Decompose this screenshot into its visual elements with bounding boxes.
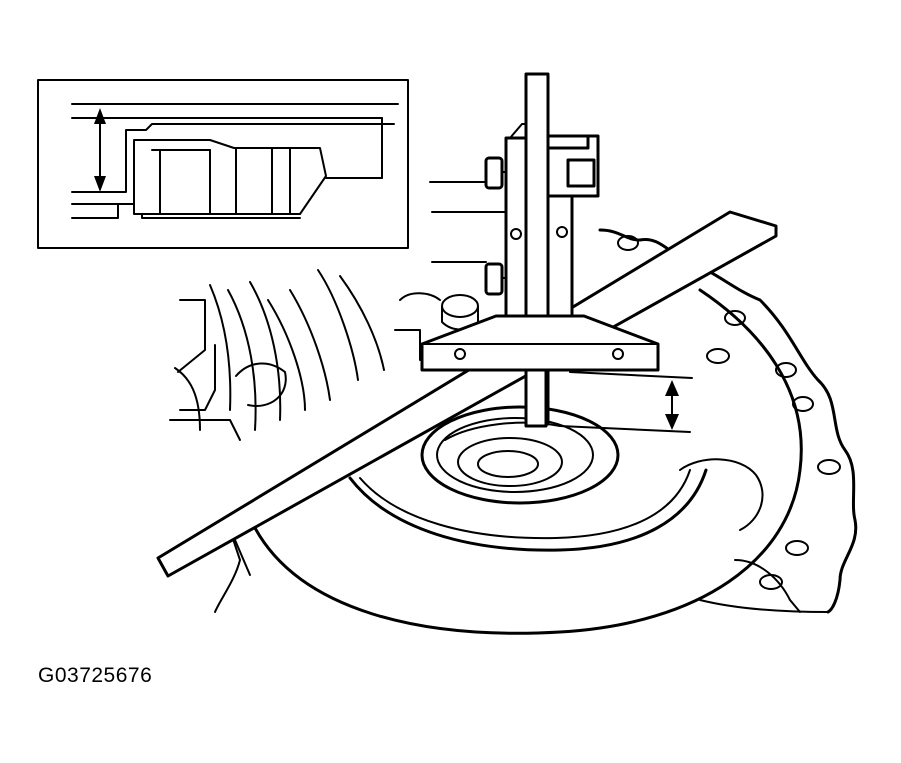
depth-gauge-icon — [420, 72, 660, 428]
dimension-arrow-icon — [559, 371, 693, 433]
straightedge-icon — [156, 210, 778, 578]
inset-detail-view — [37, 79, 409, 249]
leader-lines — [429, 181, 507, 263]
figure-code: G03725676 — [38, 664, 153, 687]
transaxle-case-icon — [159, 228, 858, 635]
